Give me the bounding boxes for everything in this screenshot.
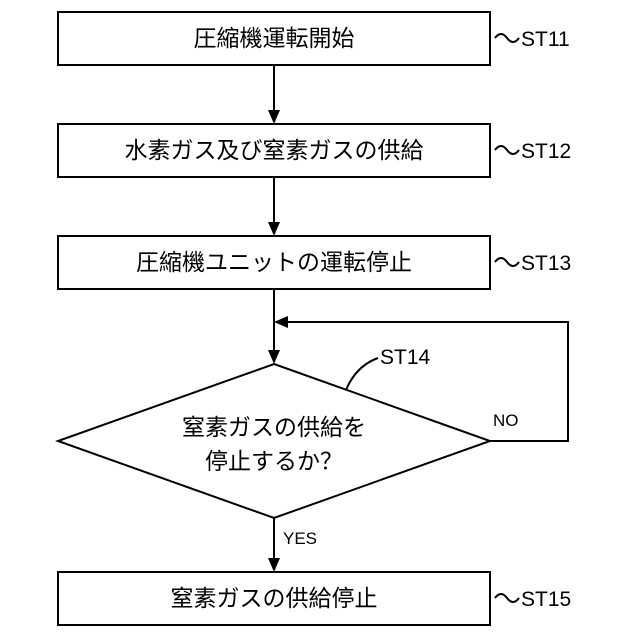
decision-st14-line1: 窒素ガスの供給を (182, 415, 366, 441)
step-st13-ref: ST13 (521, 252, 571, 275)
arrowhead-st13 (268, 222, 280, 236)
decision-yes-label: YES (283, 529, 317, 548)
decision-st14-ref: ST14 (380, 346, 431, 369)
step-st11: 圧縮機運転開始 (58, 12, 490, 65)
step-st13-leader (495, 258, 519, 266)
step-st12-label: 水素ガス及び窒素ガスの供給 (125, 138, 424, 164)
step-st15-leader (495, 594, 519, 602)
decision-no-label: NO (493, 411, 519, 430)
step-st13: 圧縮機ユニットの運転停止 (58, 236, 490, 289)
step-st11-label: 圧縮機運転開始 (194, 26, 355, 52)
decision-st14-diamond (58, 364, 490, 518)
step-st11-leader (495, 34, 519, 42)
arrowhead-st12 (268, 110, 280, 124)
arrowhead-st15 (268, 558, 280, 572)
decision-st14-line2: 停止するか？ (205, 449, 343, 475)
step-st12: 水素ガス及び窒素ガスの供給 (58, 124, 490, 177)
step-st15-ref: ST15 (521, 588, 571, 611)
step-st11-ref: ST11 (521, 28, 570, 51)
step-st15: 窒素ガスの供給停止 (58, 572, 490, 625)
decision-st14: 窒素ガスの供給を 停止するか？ (58, 364, 490, 518)
step-st13-label: 圧縮機ユニットの運転停止 (136, 250, 412, 276)
no-loop-arrowhead (274, 316, 288, 328)
arrowhead-st14 (268, 350, 280, 364)
decision-st14-leader (346, 358, 378, 390)
step-st12-ref: ST12 (521, 140, 571, 163)
step-st12-leader (495, 146, 519, 154)
step-st15-label: 窒素ガスの供給停止 (171, 586, 378, 612)
